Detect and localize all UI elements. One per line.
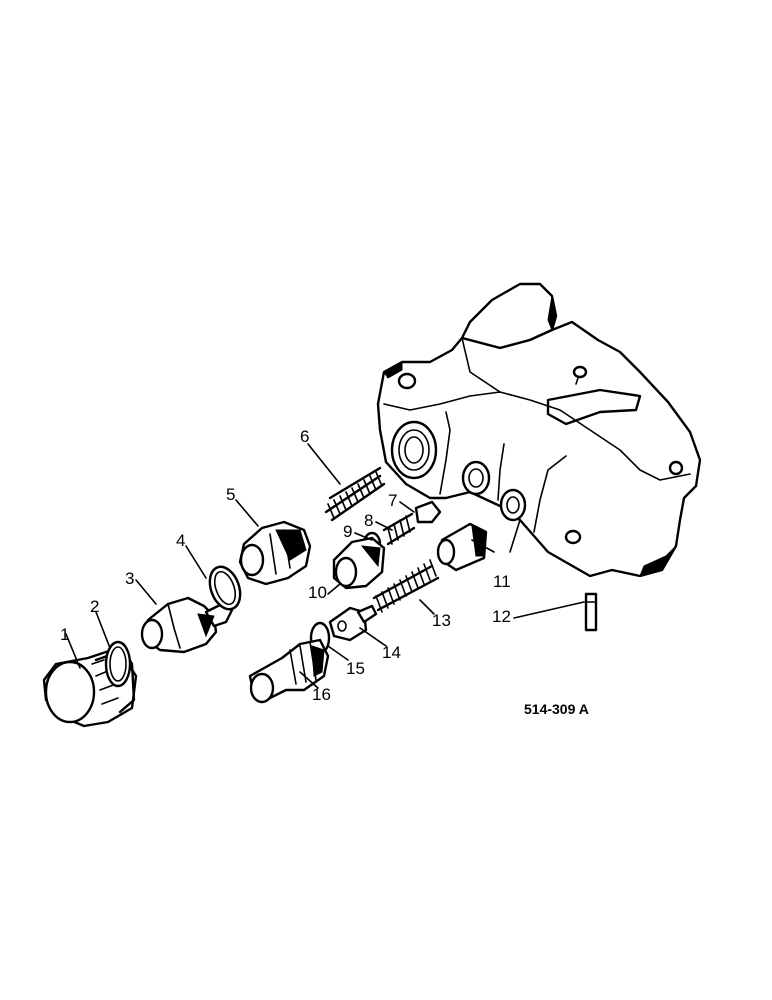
part-3-valve	[140, 596, 234, 654]
valve-body	[376, 282, 702, 578]
callout-13: 13	[432, 611, 451, 630]
leader-lines	[65, 443, 585, 689]
callouts: 1 2 3 4 5 6 7 8 9 10 11 12 13 14 15 16	[60, 427, 511, 704]
figure-reference-code: 514-309 A	[524, 701, 589, 717]
part-6-spring	[324, 466, 386, 522]
callout-10: 10	[308, 583, 327, 602]
callout-14: 14	[382, 643, 401, 662]
callout-9: 9	[343, 522, 352, 541]
callout-11: 11	[493, 572, 511, 591]
callout-6: 6	[300, 427, 309, 446]
callout-16: 16	[312, 685, 331, 704]
callout-8: 8	[364, 511, 373, 530]
part-10-poppet	[332, 536, 386, 590]
callout-15: 15	[346, 659, 365, 678]
part-12-pin	[584, 592, 598, 632]
part-8-spring	[382, 512, 416, 546]
part-4-o-ring	[208, 565, 242, 611]
callout-12: 12	[492, 607, 511, 626]
callout-4: 4	[176, 531, 185, 550]
part-2-o-ring	[104, 640, 132, 688]
part-5-valve-seat	[238, 520, 312, 586]
callout-2: 2	[90, 597, 99, 616]
part-14-valve	[328, 604, 378, 642]
part-13-spring	[372, 559, 440, 613]
callout-5: 5	[226, 485, 235, 504]
callout-1: 1	[60, 625, 69, 644]
part-11-sleeve	[436, 522, 488, 572]
callout-7: 7	[388, 491, 397, 510]
part-7-ball	[414, 500, 442, 524]
callout-3: 3	[125, 569, 134, 588]
part-16-fitting	[248, 638, 330, 704]
